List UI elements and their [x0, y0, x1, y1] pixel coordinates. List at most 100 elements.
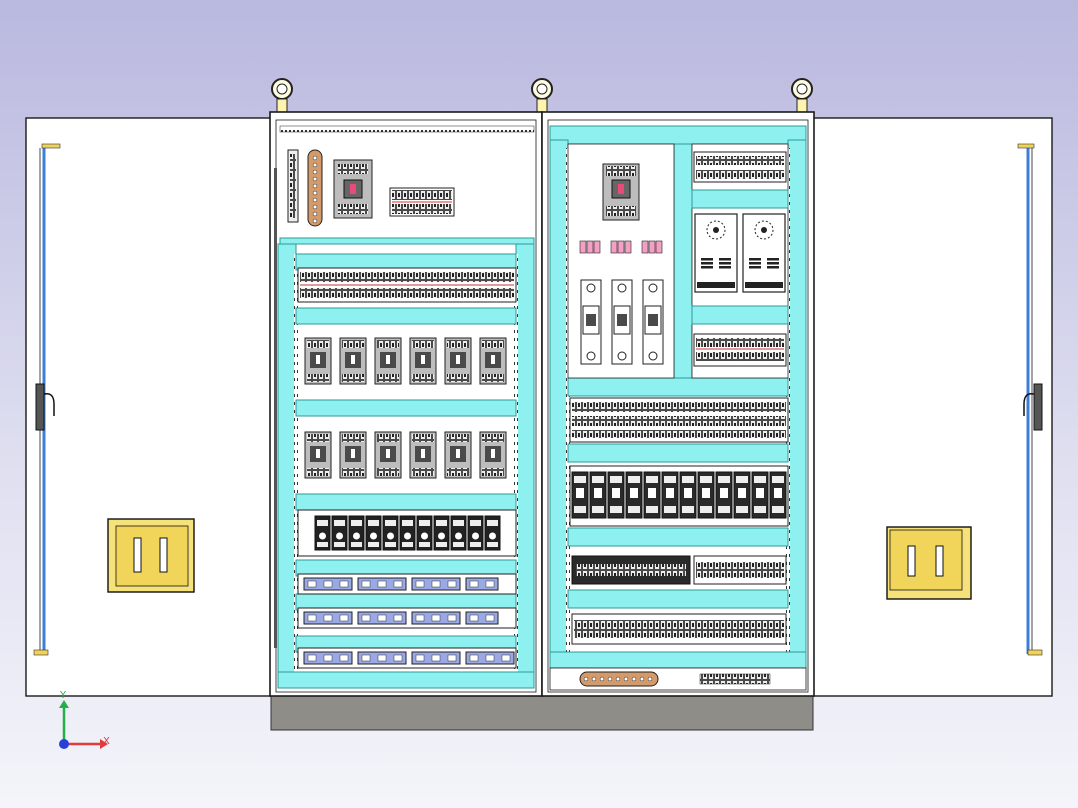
right-upper-terminals[interactable]	[693, 151, 787, 183]
terminal-screw	[361, 614, 371, 622]
contactor[interactable]	[416, 515, 433, 551]
relay-module[interactable]	[751, 471, 769, 519]
relay-module[interactable]	[769, 471, 787, 519]
relay-module[interactable]	[733, 471, 751, 519]
right-io-strip[interactable]	[571, 555, 787, 585]
relay-module[interactable]	[589, 471, 607, 519]
left-door-handle[interactable]	[107, 518, 195, 593]
relay-module[interactable]	[625, 471, 643, 519]
left-door[interactable]	[25, 117, 273, 697]
contactor-label	[419, 520, 430, 526]
fuse-holder[interactable]	[580, 279, 602, 365]
molded-case-breaker[interactable]	[444, 431, 472, 479]
contactor[interactable]	[331, 515, 348, 551]
terminal-module[interactable]	[465, 577, 499, 591]
busbar-screw	[599, 676, 605, 682]
contactor-coil	[370, 532, 377, 540]
right-door[interactable]	[811, 117, 1053, 697]
contactor[interactable]	[467, 515, 484, 551]
terminal-module[interactable]	[357, 651, 407, 665]
right-bottom-terminal-strip[interactable]	[571, 613, 787, 645]
breaker-terminal-top	[342, 340, 364, 348]
relay-module[interactable]	[697, 471, 715, 519]
terminal-module[interactable]	[411, 611, 461, 625]
right-terminal-row-wide[interactable]	[569, 397, 789, 443]
contactor[interactable]	[382, 515, 399, 551]
power-supply[interactable]	[742, 213, 786, 293]
terminal-module[interactable]	[465, 611, 499, 625]
left-terminal-row-top[interactable]	[297, 267, 517, 303]
terminal-module[interactable]	[465, 651, 515, 665]
contactor[interactable]	[348, 515, 365, 551]
relay-row[interactable]	[569, 465, 789, 527]
left-cabinet-cable-entry	[274, 168, 277, 648]
relay-module[interactable]	[607, 471, 625, 519]
molded-case-breaker[interactable]	[409, 337, 437, 385]
terminal-module[interactable]	[411, 651, 461, 665]
ground-busbar[interactable]	[307, 149, 323, 227]
indicator-lamps[interactable]	[579, 240, 663, 254]
fuse-holder[interactable]	[642, 279, 664, 365]
indicator-group[interactable]	[579, 240, 601, 254]
busbar-screw	[312, 169, 318, 175]
busbar-screw	[312, 176, 318, 182]
contactor[interactable]	[365, 515, 382, 551]
molded-case-breaker[interactable]	[409, 431, 437, 479]
molded-case-breaker[interactable]	[339, 431, 367, 479]
relay-label	[664, 506, 676, 513]
terminal-module[interactable]	[357, 611, 407, 625]
breaker-lever	[421, 355, 425, 364]
left-circuit-breakers[interactable]	[304, 337, 507, 479]
terminal-module[interactable]	[411, 577, 461, 591]
relay-module[interactable]	[715, 471, 733, 519]
breaker-terminal-top	[447, 340, 469, 348]
contactor[interactable]	[399, 515, 416, 551]
right-main-breaker[interactable]	[602, 163, 640, 221]
indicator-lamp	[579, 240, 587, 254]
psu-vent	[767, 258, 779, 261]
molded-case-breaker[interactable]	[374, 431, 402, 479]
contactor[interactable]	[314, 515, 331, 551]
lifting-eye	[531, 78, 553, 113]
contactor[interactable]	[450, 515, 467, 551]
relay-label	[628, 476, 640, 483]
relay-module[interactable]	[661, 471, 679, 519]
molded-case-breaker[interactable]	[444, 337, 472, 385]
terminal-module[interactable]	[303, 577, 353, 591]
relay-module[interactable]	[643, 471, 661, 519]
main-circuit-breaker[interactable]	[333, 159, 373, 219]
indicator-group[interactable]	[610, 240, 632, 254]
terminal-module[interactable]	[303, 651, 353, 665]
psu-terminals	[745, 282, 783, 288]
molded-case-breaker[interactable]	[479, 337, 507, 385]
molded-case-breaker[interactable]	[339, 337, 367, 385]
fuse-holder[interactable]	[611, 279, 633, 365]
molded-case-breaker[interactable]	[479, 431, 507, 479]
fuse-holders[interactable]	[580, 279, 664, 365]
power-supply-units[interactable]	[694, 213, 786, 293]
right-mid-terminals[interactable]	[693, 333, 787, 367]
x-axis-label: X	[103, 736, 110, 747]
relay-label	[682, 506, 694, 513]
right-bottom-busbar[interactable]	[579, 671, 771, 687]
psu-vent	[767, 262, 779, 265]
indicator-group[interactable]	[641, 240, 663, 254]
left-terminal-groups[interactable]	[297, 573, 517, 669]
terminal-screw	[377, 614, 387, 622]
contactor[interactable]	[433, 515, 450, 551]
right-door-handle[interactable]	[886, 526, 972, 600]
molded-case-breaker[interactable]	[374, 337, 402, 385]
relay-module[interactable]	[571, 471, 589, 519]
terminal-module[interactable]	[357, 577, 407, 591]
power-supply[interactable]	[694, 213, 738, 293]
contactor[interactable]	[484, 515, 501, 551]
top-terminal-block[interactable]	[287, 149, 299, 223]
relay-module[interactable]	[679, 471, 697, 519]
molded-case-breaker[interactable]	[304, 431, 332, 479]
molded-case-breaker[interactable]	[304, 337, 332, 385]
left-contactor-row[interactable]	[297, 509, 517, 557]
small-breakers-top[interactable]	[389, 187, 455, 217]
breaker-terminal-bottom	[377, 468, 399, 476]
terminal-module[interactable]	[303, 611, 353, 625]
